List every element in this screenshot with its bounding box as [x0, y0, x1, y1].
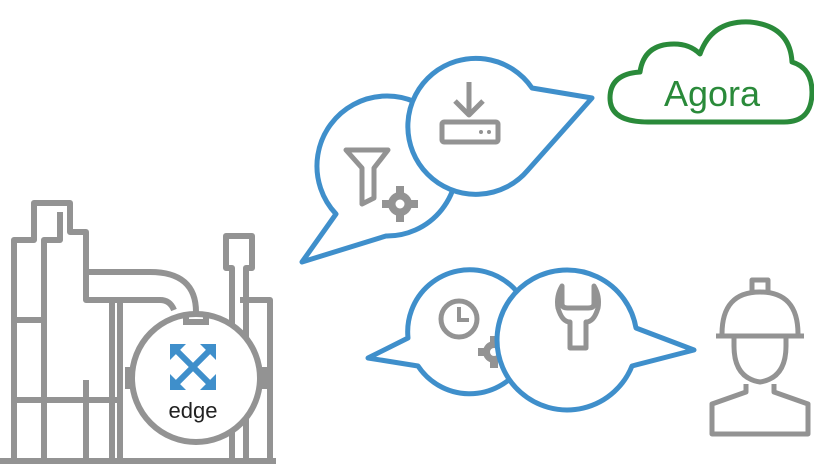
lower-bubble-wrench: [494, 267, 697, 413]
cloud-label: Agora: [664, 73, 761, 114]
download-to-device-icon: [439, 82, 501, 145]
cloud-icon: Agora: [607, 19, 814, 125]
edge-label: edge: [169, 398, 218, 423]
filter-settings-icon: [343, 147, 418, 222]
refinery-plant-icon: [0, 200, 276, 464]
edge-device-icon: edge: [125, 311, 267, 445]
wrench-icon: [555, 283, 601, 351]
field-worker-hardhat-icon: [709, 277, 811, 437]
